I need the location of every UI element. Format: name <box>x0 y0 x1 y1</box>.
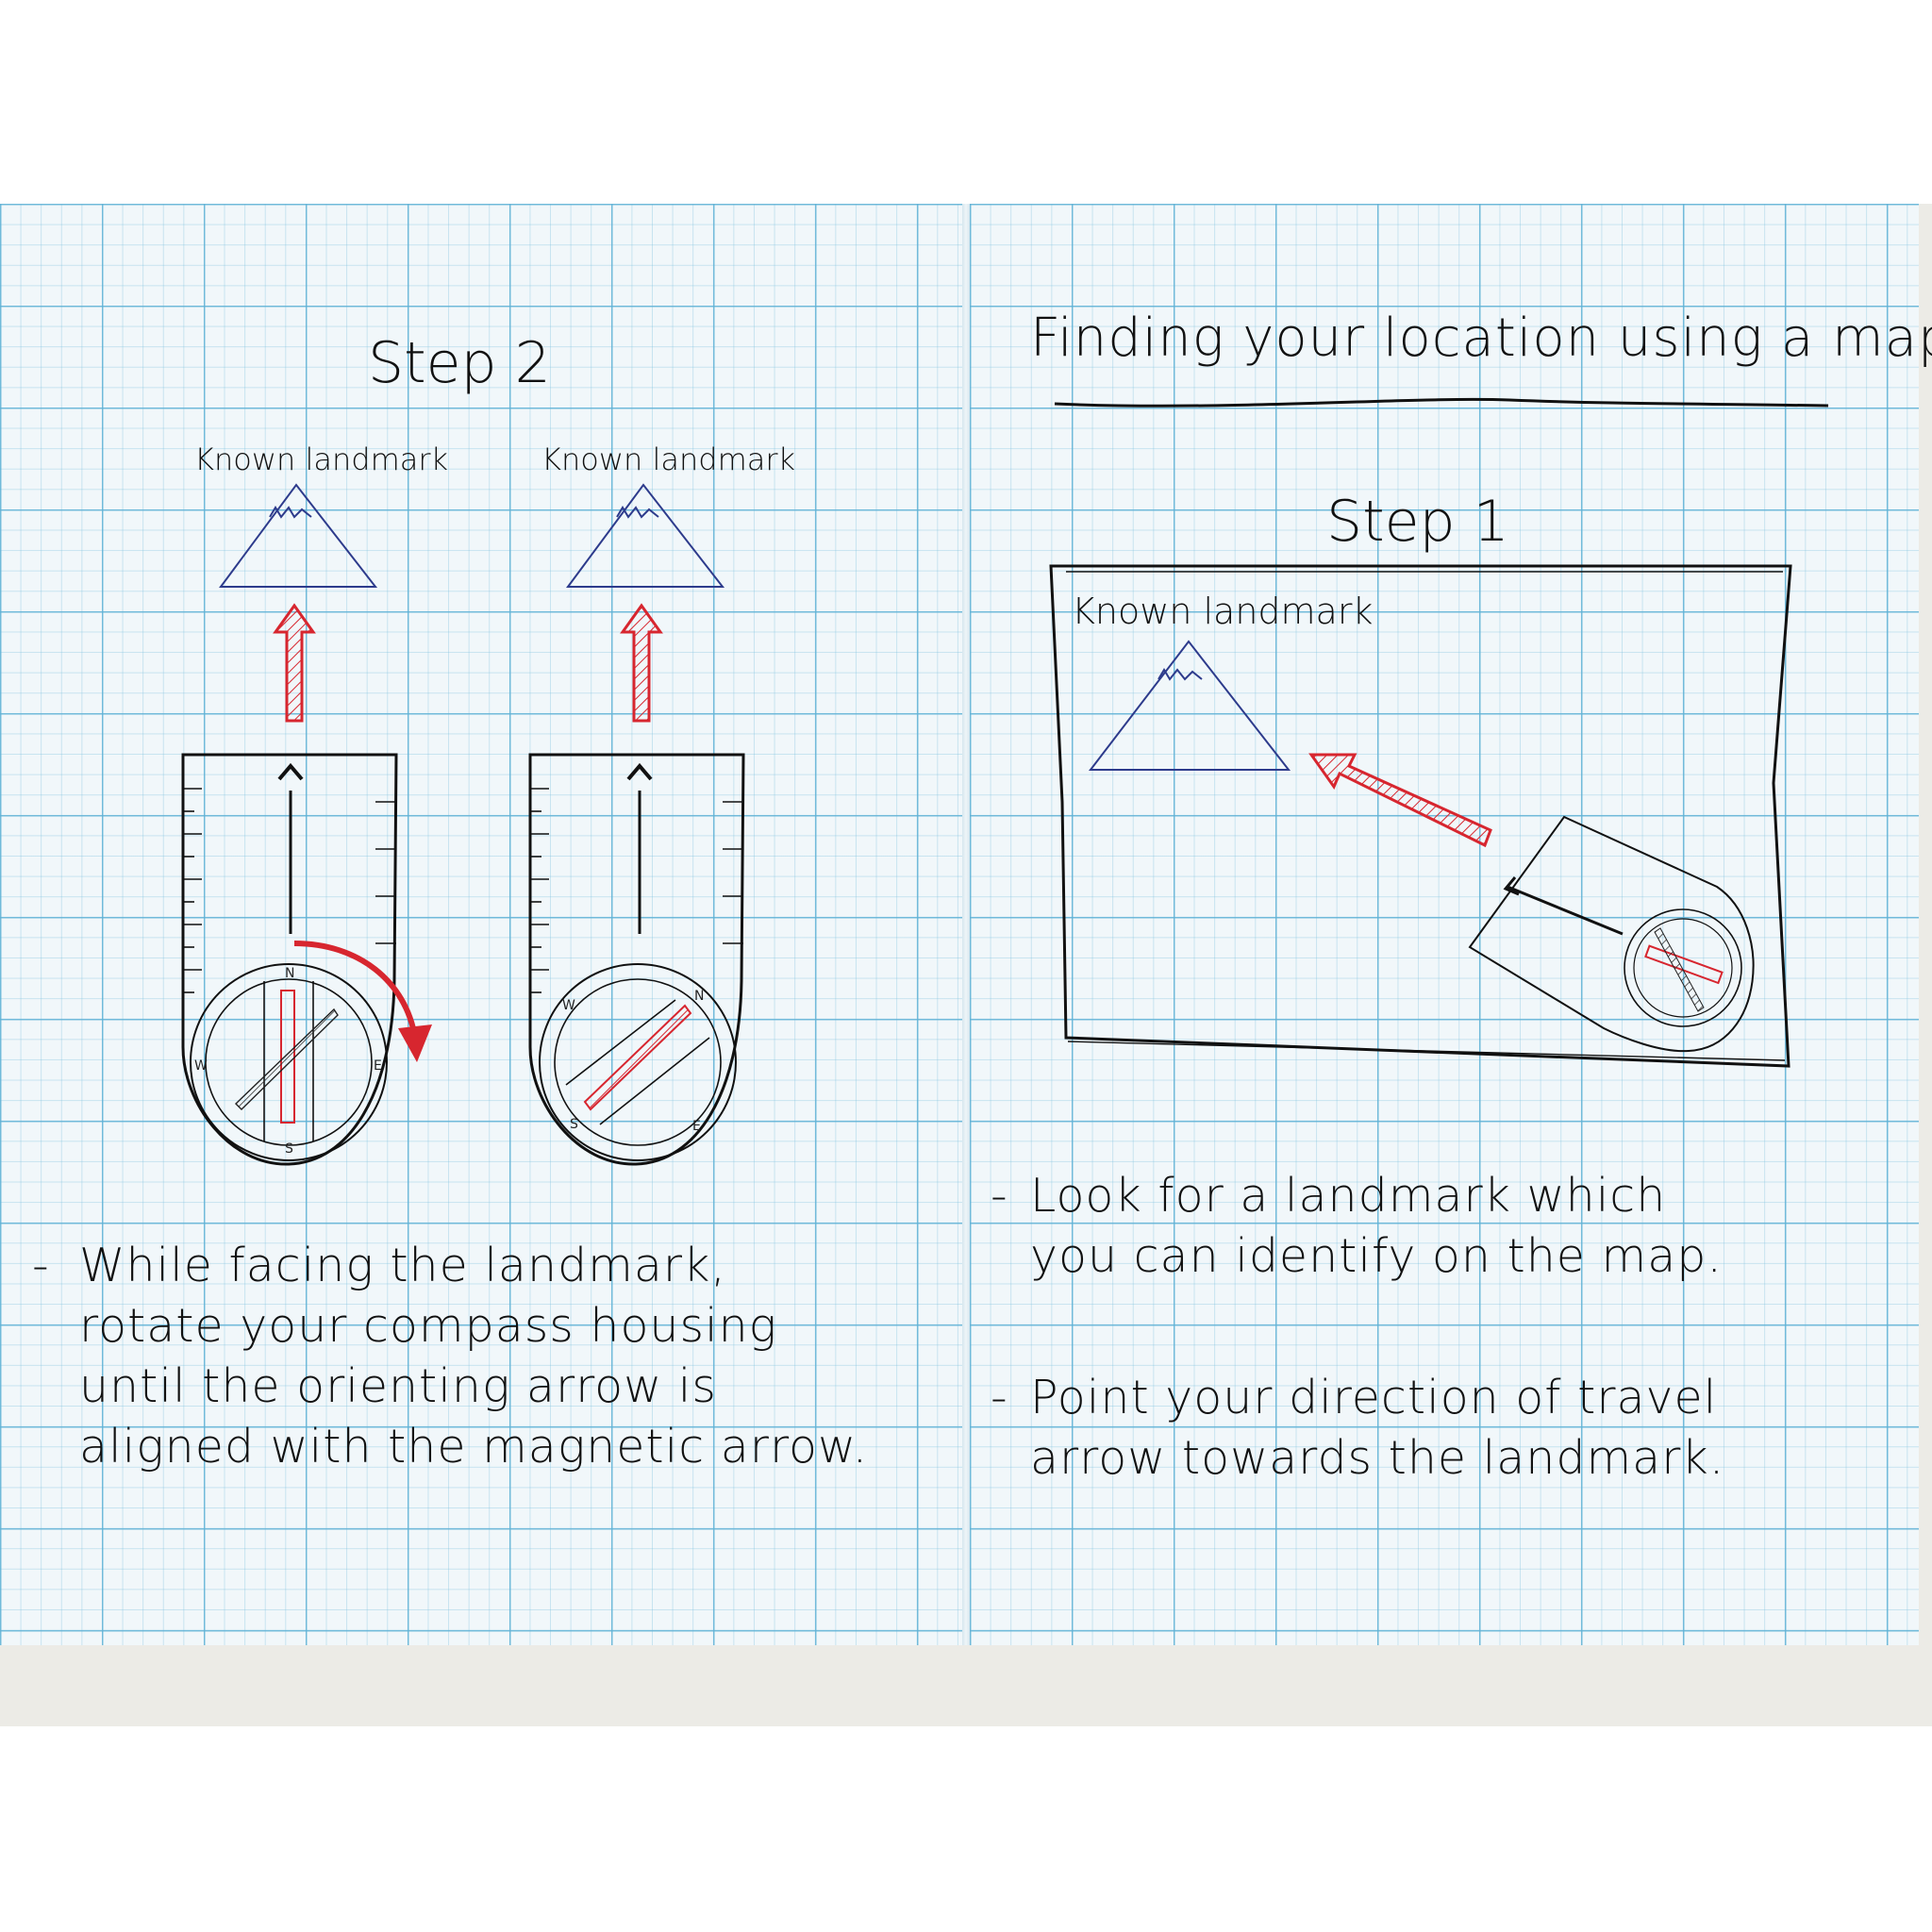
map-red-arrow <box>1308 753 1492 848</box>
compass-1-w: W <box>194 1058 208 1074</box>
mountain-icon-2 <box>566 483 725 588</box>
map-mountain-icon <box>1088 640 1291 771</box>
step-1-bullet-1: - <box>991 1169 1008 1223</box>
compass-2-letters: N E S W <box>562 989 704 1134</box>
left-notebook-page <box>0 204 962 1645</box>
step-2-line-4: aligned with the magnetic arrow. <box>79 1420 869 1474</box>
mountain-icon-1 <box>219 483 378 588</box>
step-2-line-1: While facing the landmark, <box>79 1239 726 1292</box>
compass-1-letters: N E S W <box>194 966 382 1157</box>
step-2-line-3: until the orienting arrow is <box>79 1359 717 1413</box>
page-title: Finding your location using a map <box>1030 308 1932 369</box>
step-2-line-2: rotate your compass housing <box>79 1299 778 1353</box>
step-2-instruction: While facing the landmark, rotate your c… <box>79 1236 868 1477</box>
rotation-arrow <box>293 941 432 1062</box>
landmark-label-1: Known landmark <box>194 441 449 477</box>
red-up-arrow-1 <box>273 603 316 723</box>
map-landmark-label: Known landmark <box>1072 591 1374 632</box>
step-1-instruction-1: Look for a landmark which you can identi… <box>1030 1166 1723 1287</box>
step-1-b-line-1: Point your direction of travel <box>1030 1371 1718 1424</box>
compass-2-s: S <box>570 1117 578 1132</box>
title-underline <box>1054 397 1829 408</box>
map-compass <box>1468 815 1755 1053</box>
right-notebook-page <box>970 204 1919 1645</box>
map-sheet <box>1049 564 1792 1068</box>
step-1-label: Step 1 <box>1326 489 1509 555</box>
compass-baseplate-1 <box>181 753 398 1166</box>
step-2-bullet: - <box>32 1239 50 1292</box>
compass-1-s: S <box>285 1141 293 1157</box>
compass-baseplate-2 <box>528 753 745 1166</box>
step-1-instruction-2: Point your direction of travel arrow tow… <box>1030 1368 1724 1489</box>
landmark-label-2: Known landmark <box>541 441 796 477</box>
magnetic-needle-1 <box>235 1008 339 1110</box>
compass-1-e: E <box>374 1058 382 1074</box>
magnetic-needle-2 <box>583 1004 692 1111</box>
page-gutter <box>962 204 970 1645</box>
step-1-bullet-2: - <box>991 1371 1008 1424</box>
red-up-arrow-2 <box>620 603 663 723</box>
step-1-a-line-2: you can identify on the map. <box>1030 1229 1723 1283</box>
compass-2-e: E <box>692 1119 701 1134</box>
compass-1-n: N <box>285 966 294 981</box>
compass-2-w: W <box>562 998 575 1013</box>
step-1-b-line-2: arrow towards the landmark. <box>1030 1431 1725 1485</box>
step-2-label: Step 2 <box>368 330 551 396</box>
step-1-a-line-1: Look for a landmark which <box>1030 1169 1667 1223</box>
compass-2-n: N <box>694 989 704 1004</box>
